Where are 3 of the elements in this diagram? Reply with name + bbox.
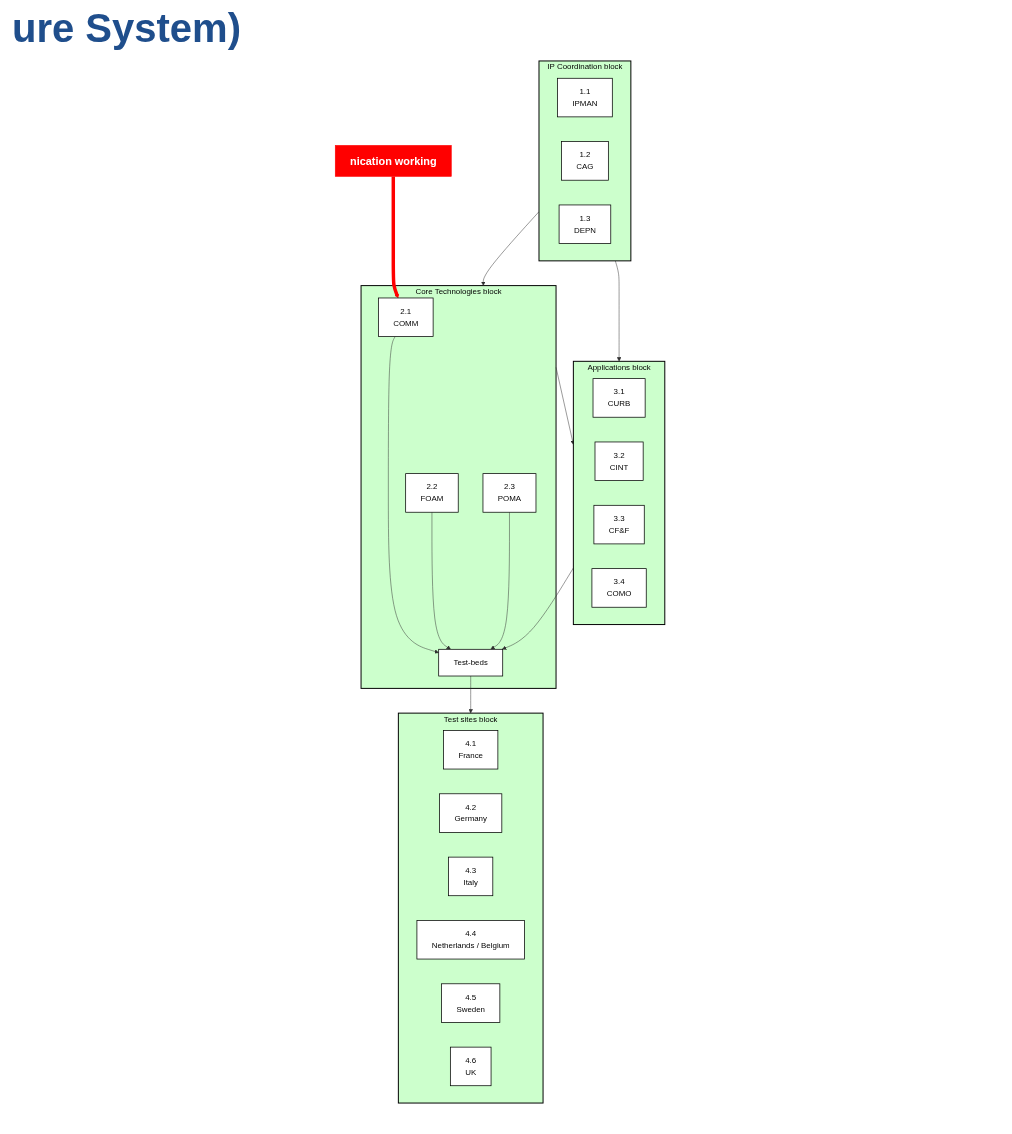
heading-text: ure System) xyxy=(12,6,242,51)
arrow xyxy=(391,176,400,299)
node-box: nication working xyxy=(334,145,452,177)
